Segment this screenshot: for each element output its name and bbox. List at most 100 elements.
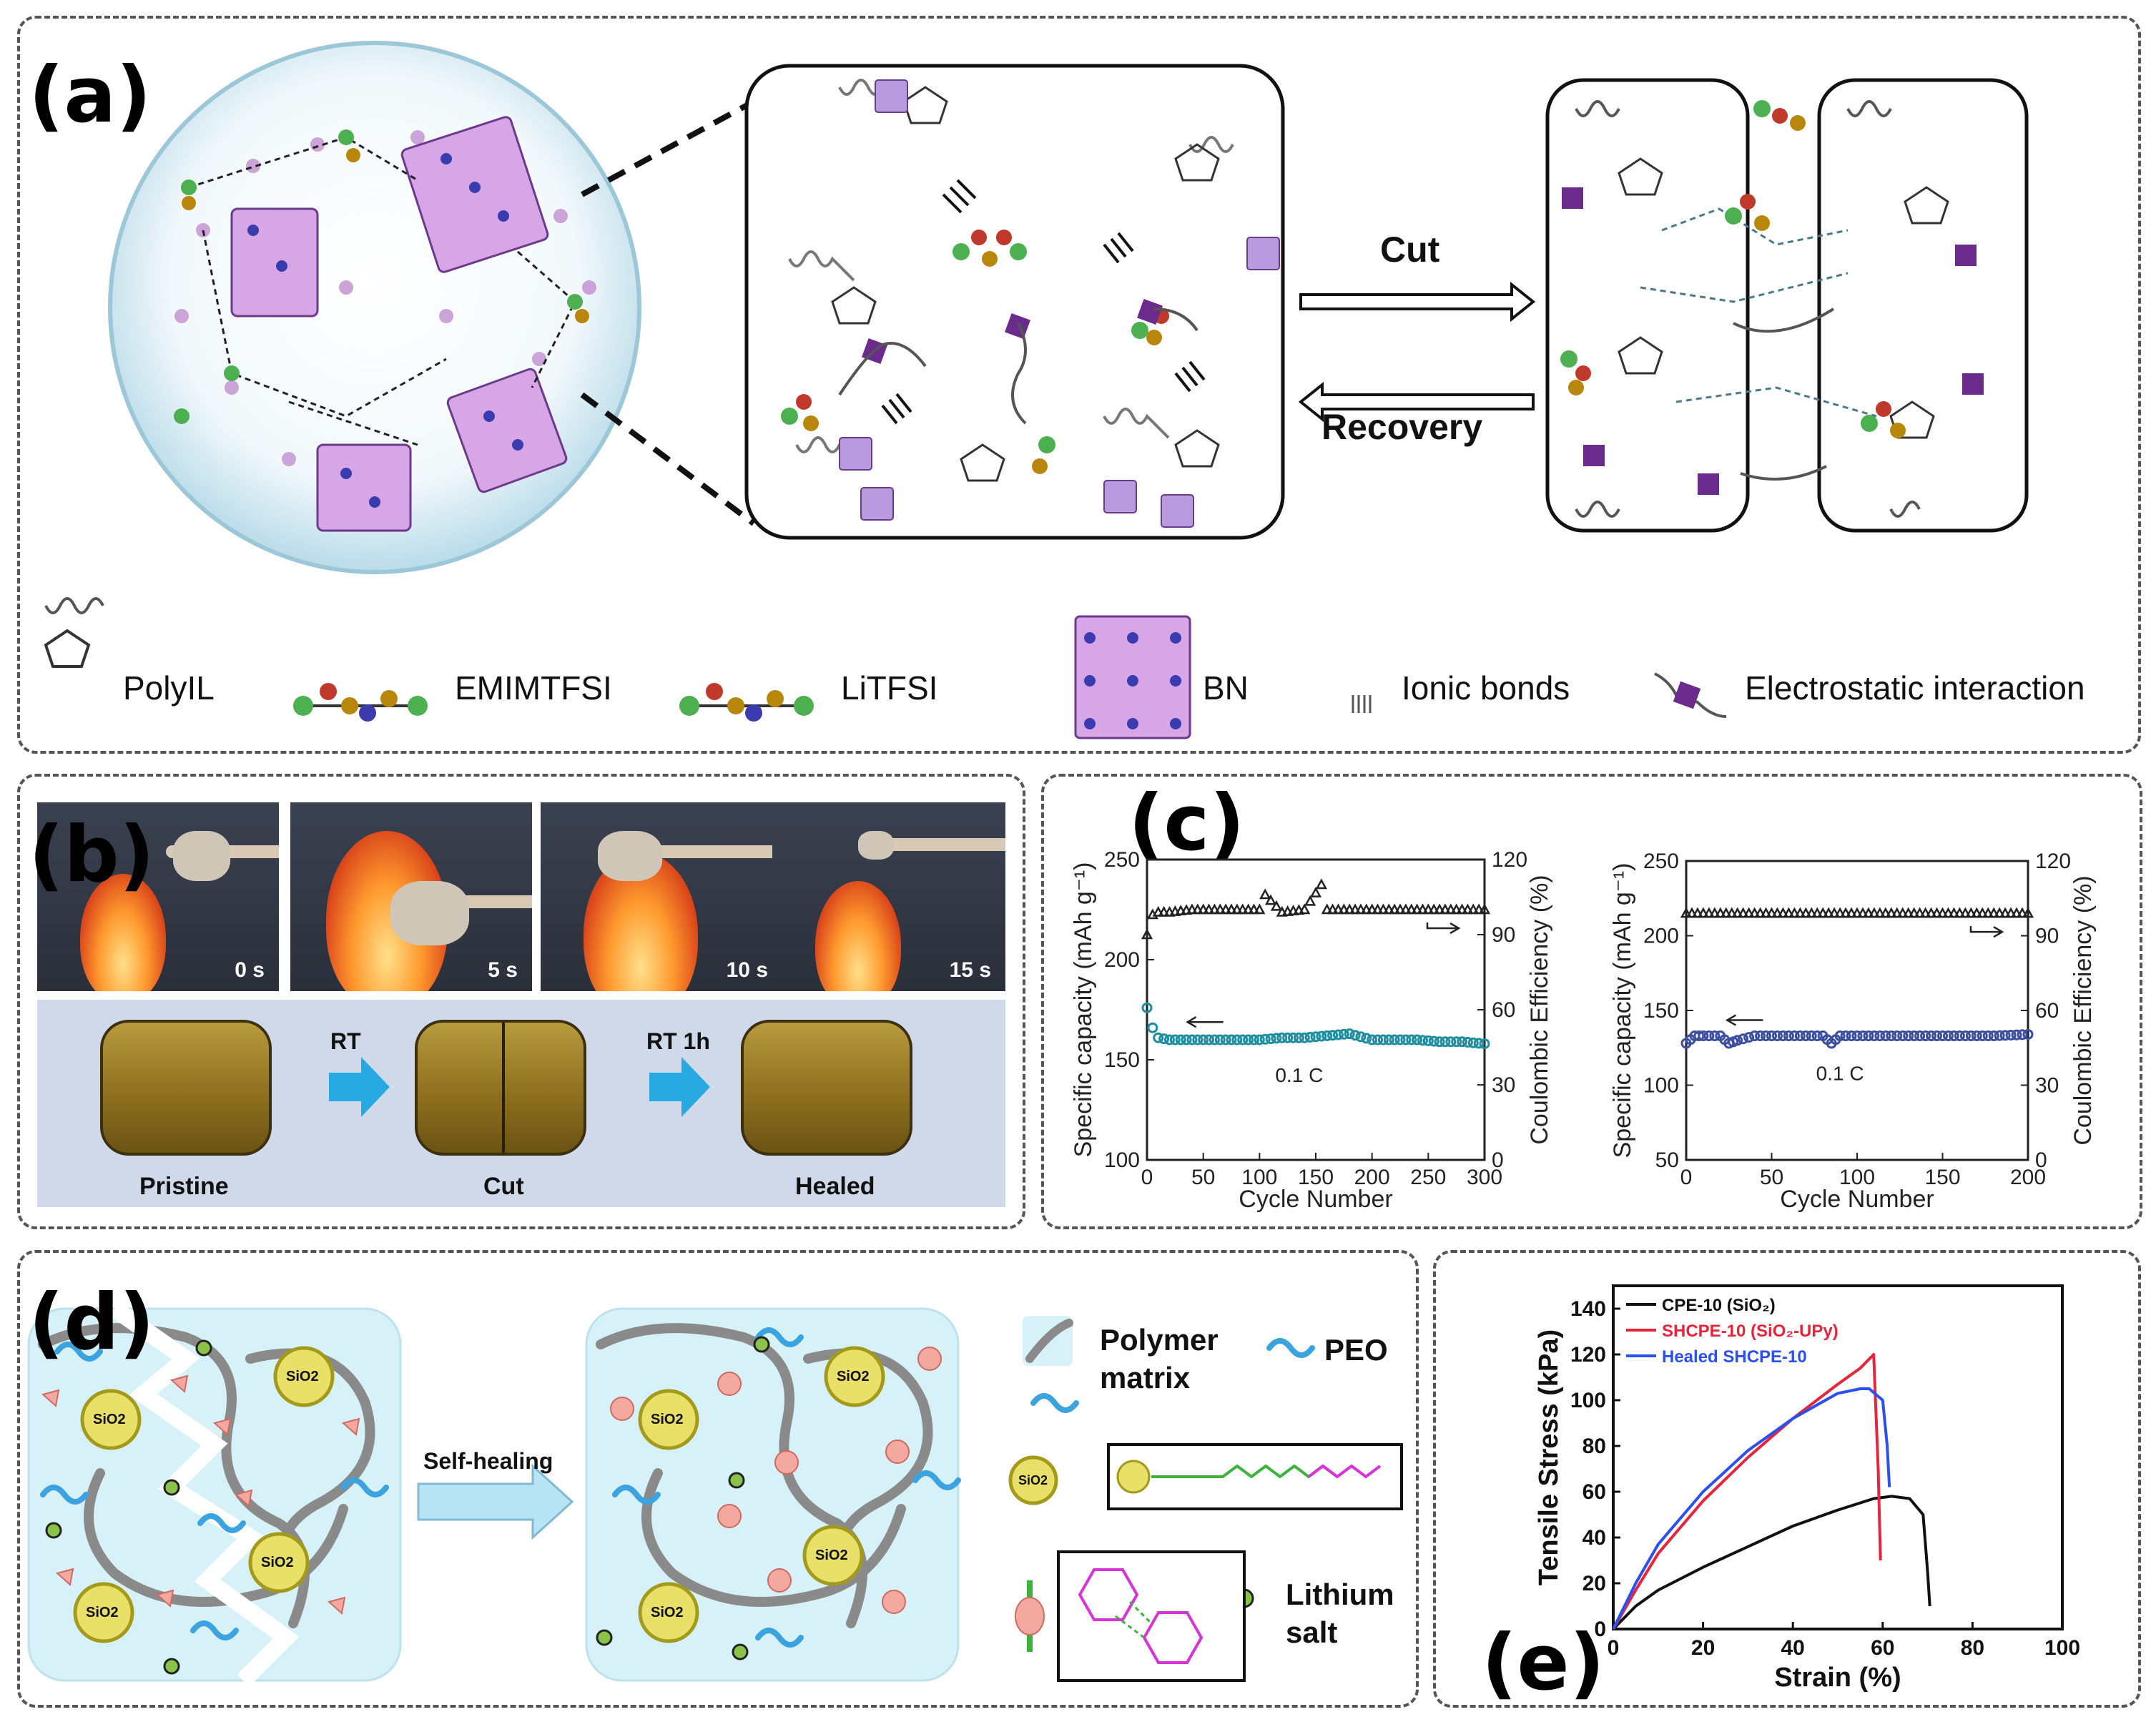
efficiency-point bbox=[1942, 907, 1954, 918]
efficiency-point bbox=[1462, 903, 1474, 915]
capacity-point bbox=[1304, 1032, 1316, 1043]
efficiency-point bbox=[1394, 903, 1407, 915]
capacity-point bbox=[1377, 1034, 1389, 1046]
efficiency-point bbox=[1214, 903, 1226, 915]
capacity-point bbox=[1282, 1032, 1294, 1043]
electrostatic-interaction-icon bbox=[1654, 672, 1727, 718]
panel-e-label: (e) bbox=[1482, 1618, 1605, 1708]
efficiency-point bbox=[1982, 907, 1994, 918]
x-tick-label: 200 bbox=[2010, 1166, 2046, 1189]
capacity-point bbox=[1254, 1034, 1265, 1046]
capacity-point bbox=[1310, 1031, 1321, 1043]
efficiency-point bbox=[1433, 903, 1446, 915]
capacity-point bbox=[1389, 1034, 1400, 1046]
efficiency-point bbox=[1360, 903, 1372, 915]
efficiency-point bbox=[1994, 907, 2006, 918]
efficiency-point bbox=[1349, 903, 1362, 915]
capacity-point bbox=[1141, 1002, 1153, 1013]
capacity-point bbox=[1355, 1031, 1367, 1043]
efficiency-point bbox=[1806, 907, 1818, 918]
y2-tick-label: 30 bbox=[1492, 1073, 1515, 1097]
x-tick-label: 100 bbox=[1839, 1166, 1875, 1189]
efficiency-point bbox=[1971, 907, 1983, 918]
sample-healed bbox=[741, 1020, 912, 1156]
efficiency-point bbox=[1478, 903, 1491, 915]
capacity-point bbox=[1811, 1030, 1823, 1042]
efficiency-point bbox=[1862, 907, 1875, 918]
x-axis-title: Cycle Number bbox=[1239, 1186, 1392, 1213]
panel-a-label: (a) bbox=[29, 51, 152, 140]
emimtfsi-icon bbox=[293, 683, 428, 722]
efficiency-point bbox=[1383, 903, 1395, 915]
efficiency-point bbox=[1977, 907, 1989, 918]
rate-annotation: 0.1 C bbox=[1275, 1064, 1323, 1086]
capacity-point bbox=[1903, 1030, 1914, 1042]
stage-healed: Healed bbox=[795, 1173, 875, 1200]
panel-e bbox=[1433, 1250, 2141, 1708]
capacity-point bbox=[1451, 1036, 1462, 1048]
efficiency-point bbox=[1264, 894, 1277, 905]
y-tick-label: 250 bbox=[1643, 850, 1679, 873]
capacity-point bbox=[1834, 1030, 1846, 1042]
flame-photo-10s: 10 s bbox=[541, 802, 782, 991]
capacity-point bbox=[1971, 1030, 1982, 1042]
efficiency-point bbox=[1851, 907, 1864, 918]
x-tick-label: 50 bbox=[1760, 1166, 1783, 1189]
efficiency-point bbox=[1315, 878, 1327, 890]
capacity-point bbox=[1428, 1035, 1439, 1047]
efficiency-point bbox=[1828, 907, 1841, 918]
y-tick-label: 140 bbox=[1570, 1297, 1606, 1321]
y2-axis-title: Coulombic Efficiency (%) bbox=[1526, 875, 1553, 1144]
x-axis-title: Cycle Number bbox=[1780, 1186, 1934, 1213]
y-tick-label: 20 bbox=[1582, 1572, 1606, 1595]
y2-tick-label: 60 bbox=[1492, 998, 1515, 1022]
capacity-point bbox=[1869, 1030, 1880, 1042]
capacity-point bbox=[1445, 1036, 1457, 1048]
capacity-point bbox=[1158, 1033, 1170, 1045]
efficiency-point bbox=[1833, 907, 1846, 918]
efficiency-point bbox=[2010, 907, 2023, 918]
upy-groups bbox=[41, 1347, 942, 1615]
capacity-point bbox=[1344, 1028, 1355, 1040]
capacity-point bbox=[1226, 1034, 1237, 1046]
efficiency-point bbox=[1999, 907, 2012, 918]
sio2-label: SiO2 bbox=[651, 1412, 684, 1427]
y2-tick-label: 60 bbox=[2035, 999, 2059, 1023]
time-label-0: 0 s bbox=[235, 958, 265, 982]
capacity-point bbox=[1988, 1030, 1999, 1042]
efficiency-point bbox=[1141, 928, 1153, 940]
efficiency-point bbox=[1680, 907, 1693, 918]
sio2-label: SiO2 bbox=[651, 1605, 684, 1620]
y-tick-label: 50 bbox=[1655, 1148, 1679, 1172]
time-label-1: 5 s bbox=[488, 958, 518, 982]
capacity-point bbox=[1192, 1034, 1203, 1046]
rate-annotation: 0.1 C bbox=[1816, 1063, 1864, 1085]
x-tick-label: 0 bbox=[1608, 1636, 1620, 1660]
capacity-point bbox=[1755, 1030, 1766, 1042]
efficiency-point bbox=[1422, 903, 1434, 915]
legend-polymer-matrix-icon bbox=[1023, 1316, 1073, 1366]
efficiency-point bbox=[1891, 907, 1903, 918]
capacity-point bbox=[1271, 1033, 1282, 1044]
efficiency-point bbox=[1344, 903, 1356, 915]
legend-icons bbox=[44, 597, 1727, 739]
legend-label: CPE-10 (SiO₂) bbox=[1662, 1296, 1776, 1315]
self-healing-arrow bbox=[417, 1463, 574, 1540]
efficiency-point bbox=[1766, 907, 1778, 918]
capacity-point bbox=[1237, 1034, 1249, 1046]
efficiency-point bbox=[1931, 907, 1943, 918]
stage-pristine: Pristine bbox=[139, 1173, 229, 1200]
capacity-point bbox=[1434, 1036, 1445, 1048]
capacity-point bbox=[1367, 1034, 1378, 1046]
efficiency-point bbox=[2004, 907, 2017, 918]
capacity-point bbox=[1163, 1034, 1175, 1046]
efficiency-point bbox=[1771, 907, 1783, 918]
cut-label: Cut bbox=[1380, 230, 1440, 270]
polyil-icon bbox=[44, 597, 104, 668]
panel-c-label: (c) bbox=[1128, 779, 1245, 868]
capacity-point bbox=[1299, 1032, 1310, 1043]
capacity-point bbox=[1259, 1033, 1271, 1045]
